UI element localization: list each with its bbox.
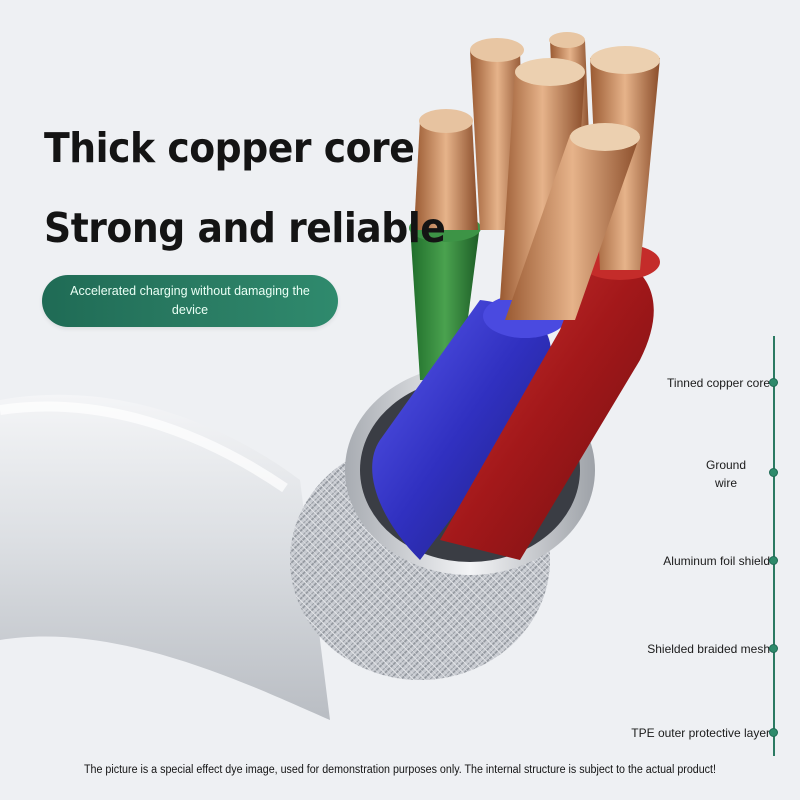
callout-dot-1 bbox=[769, 378, 778, 387]
callout-shielded-braided-mesh: Shielded braided mesh bbox=[647, 642, 770, 656]
callout-rail bbox=[773, 336, 775, 756]
headline-primary: Thick copper core bbox=[44, 124, 415, 172]
callout-dot-5 bbox=[769, 728, 778, 737]
callout-aluminum-foil-shield: Aluminum foil shield bbox=[663, 554, 770, 568]
callout-tpe-outer-layer: TPE outer protective layer bbox=[631, 726, 770, 740]
callout-ground-wire: Ground wire bbox=[705, 458, 747, 490]
callout-tinned-copper-core: Tinned copper core bbox=[667, 376, 770, 390]
headline-secondary: Strong and reliable bbox=[44, 204, 446, 252]
callout-dot-2 bbox=[769, 468, 778, 477]
disclaimer-text: The picture is a special effect dye imag… bbox=[84, 764, 716, 776]
feature-badge-text: Accelerated charging without damaging th… bbox=[70, 284, 310, 317]
callout-dot-4 bbox=[769, 644, 778, 653]
feature-badge: Accelerated charging without damaging th… bbox=[42, 275, 338, 327]
callout-dot-3 bbox=[769, 556, 778, 565]
